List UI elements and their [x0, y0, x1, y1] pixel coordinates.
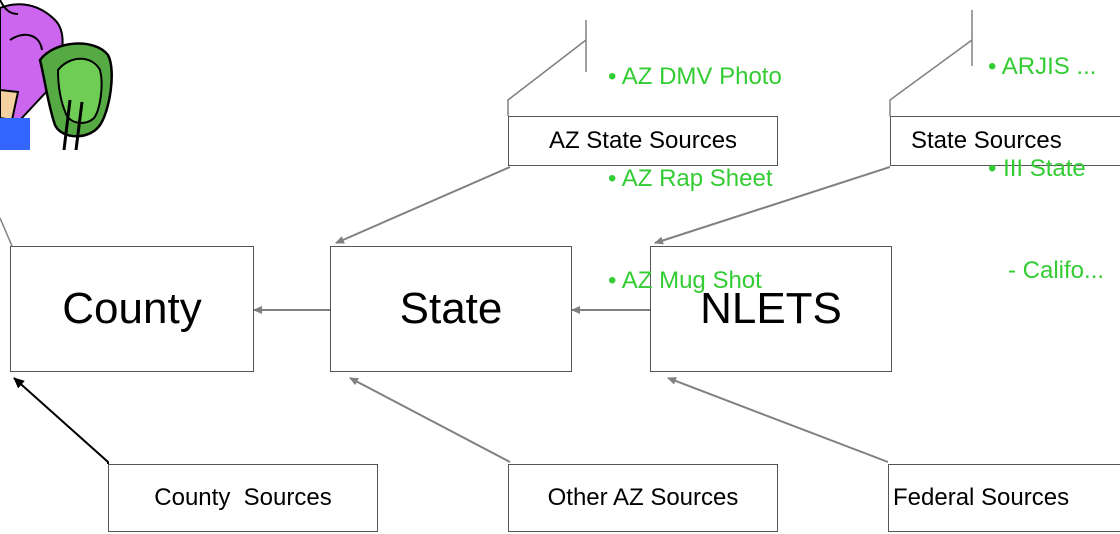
other-az-sources-label: Other AZ Sources: [547, 484, 739, 511]
state-node: State: [330, 246, 572, 372]
nlets-node: NLETS: [650, 246, 892, 372]
county-sources-box: County Sources: [108, 464, 378, 532]
federal-sources-box: Federal Sources: [888, 464, 1120, 532]
list-item: • III State: [988, 155, 1086, 182]
nlets-label: NLETS: [700, 284, 842, 333]
az-list-callout-leader: [507, 39, 587, 116]
county-label: County: [62, 284, 202, 333]
list-item: • AZ Mug Shot: [608, 267, 762, 294]
county-node: County: [10, 246, 254, 372]
clipart-connector: [0, 217, 13, 247]
list-item: • ARJIS ...: [988, 53, 1097, 80]
other-az-sources-box: Other AZ Sources: [508, 464, 778, 532]
state-label: State: [399, 284, 503, 333]
list-item: - Califo...: [988, 257, 1105, 284]
az-state-sources-arrow: [335, 166, 511, 244]
county-sources-label: County Sources: [154, 484, 332, 511]
az-state-sources-list: • AZ DMV Photo • AZ Rap Sheet • AZ Mug S…: [608, 0, 782, 332]
federal-sources-label: Federal Sources: [893, 484, 1070, 511]
other-az-sources-arrow: [349, 377, 511, 463]
az-state-sources-label: AZ State Sources: [548, 127, 738, 154]
state-sources-label: State Sources: [911, 127, 1062, 154]
state-sources-list: • ARJIS ... • III State - Califo...: [988, 0, 1104, 322]
state-list-callout-leader: [889, 39, 973, 116]
county-sources-arrow: [13, 377, 109, 464]
person-at-computer-icon: [0, 0, 113, 150]
state-sources-box: State Sources: [890, 116, 1120, 166]
list-item: • AZ DMV Photo: [608, 63, 782, 90]
federal-sources-arrow: [667, 377, 889, 463]
az-state-sources-box: AZ State Sources: [508, 116, 778, 166]
list-item: • AZ Rap Sheet: [608, 165, 773, 192]
state-sources-arrow: [654, 166, 891, 245]
